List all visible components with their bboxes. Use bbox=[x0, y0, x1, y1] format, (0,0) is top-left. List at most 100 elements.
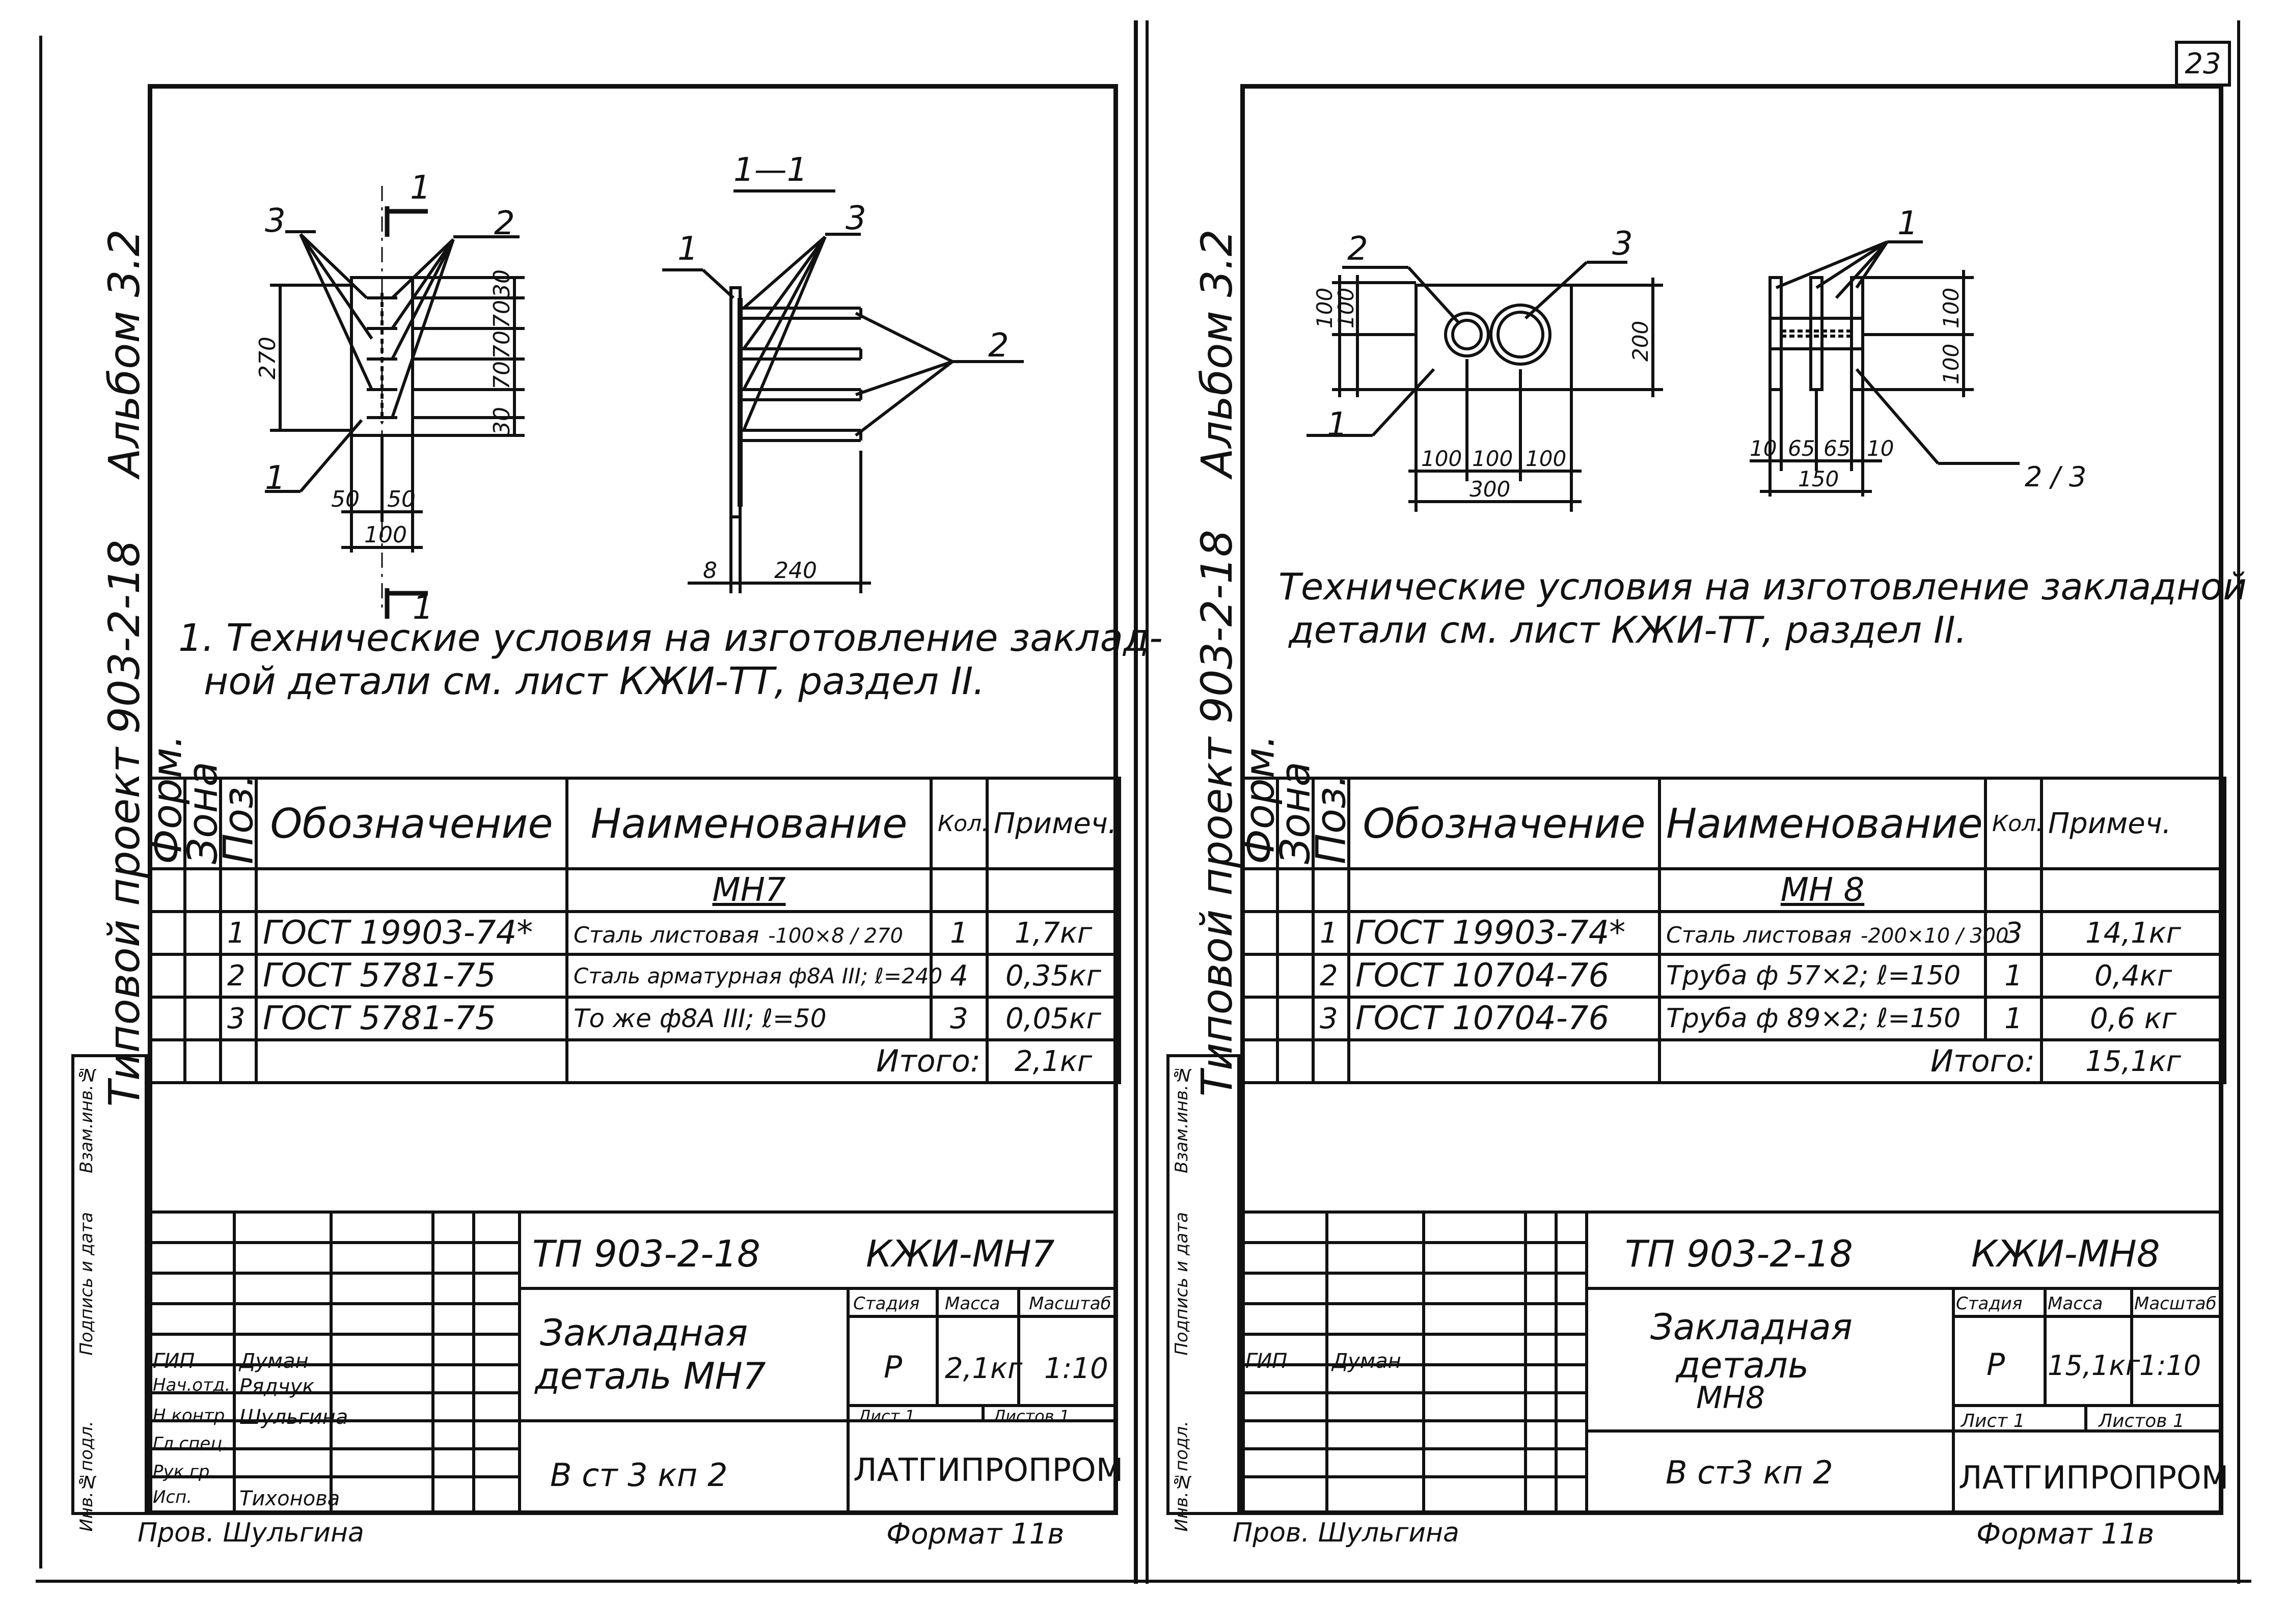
hdr-name: Наименование bbox=[1658, 777, 1987, 870]
right-sheet-label: Лист 1 bbox=[1961, 1411, 2025, 1432]
section-callout-2: 2 bbox=[988, 327, 1009, 365]
hdr-pos: Поз. bbox=[1308, 774, 1355, 869]
dim-50b: 50 bbox=[387, 486, 416, 512]
dim-100e: 100 bbox=[1526, 446, 1566, 471]
dim-70b: 70 bbox=[489, 331, 515, 359]
page-number-box: 23 bbox=[2175, 41, 2231, 87]
dim-100a: 100 bbox=[1312, 288, 1337, 328]
row-qty: 1 bbox=[1984, 953, 2043, 999]
right-stage: Р bbox=[1986, 1347, 2005, 1383]
row-pos: 2 bbox=[219, 953, 258, 999]
left-title-1: Закладная bbox=[540, 1311, 748, 1354]
callout-3: 3 bbox=[265, 202, 286, 240]
table-row: 2 ГОСТ 5781-75 Сталь арматурная ф8А III;… bbox=[148, 953, 1121, 999]
table-row: МН7 bbox=[148, 867, 1121, 913]
row-designation: ГОСТ 5781-75 bbox=[255, 953, 568, 999]
row-designation: ГОСТ 5781-75 bbox=[255, 996, 568, 1041]
row-name: Сталь арматурная ф8А III; ℓ=240 bbox=[565, 953, 942, 999]
row-qty: 1 bbox=[930, 910, 989, 956]
row-qty: 3 bbox=[930, 996, 989, 1041]
dim-70a: 70 bbox=[489, 300, 515, 328]
side-plate-1 bbox=[1768, 276, 1783, 391]
dim-100: 100 bbox=[364, 522, 407, 548]
right-checked-by: Пров. Шульгина bbox=[1233, 1518, 1459, 1548]
callout-2: 2 bbox=[494, 205, 515, 242]
right-org: ЛАТГИПРОПРОМ bbox=[1958, 1459, 2229, 1496]
right-strip-label-1: Инв.№подл. bbox=[1172, 1421, 1192, 1532]
dim-150: 150 bbox=[1798, 466, 1839, 491]
right-material: В ст3 кп 2 bbox=[1666, 1454, 1833, 1491]
right-format: Формат 11в bbox=[1976, 1518, 2155, 1551]
left-staff-role-5: Исп. bbox=[153, 1487, 193, 1507]
dim-100d: 100 bbox=[1472, 446, 1513, 471]
left-strip-label-1: Инв.№подл. bbox=[76, 1421, 97, 1532]
right-mass: 15,1кг bbox=[2048, 1350, 2140, 1382]
right-project-code: ТП 903-2-18 bbox=[1625, 1232, 1853, 1275]
dim-240: 240 bbox=[774, 558, 817, 584]
left-checked-by: Пров. Шульгина bbox=[138, 1518, 364, 1548]
callout-2: 2 bbox=[1347, 230, 1368, 268]
side-plate-2 bbox=[1809, 276, 1824, 391]
table-row: Итого: 2,1кг bbox=[148, 1038, 1121, 1084]
dim-70c: 70 bbox=[489, 361, 515, 390]
dim-10a: 10 bbox=[1750, 436, 1777, 461]
row-designation: ГОСТ 10704-76 bbox=[1347, 996, 1661, 1041]
table-row: 3 ГОСТ 5781-75 То же ф8А III; ℓ=50 3 0,0… bbox=[148, 996, 1121, 1041]
row-note: 1,7кг bbox=[986, 910, 1121, 956]
right-title-1: Закладная bbox=[1650, 1306, 1853, 1348]
plate-front-view bbox=[1414, 284, 1573, 391]
left-drawing: 3 2 1 1 1 1—1 1 3 2 270 30 70 70 70 30 5… bbox=[255, 151, 1024, 627]
total-label: Итого: bbox=[1658, 1038, 2043, 1084]
row-note: 14,1кг bbox=[2040, 910, 2226, 956]
hdr-designation: Обозначение bbox=[255, 777, 568, 870]
right-sheet-code: КЖИ-МН8 bbox=[1971, 1232, 2160, 1275]
row-pos: 1 bbox=[219, 910, 258, 956]
left-material: В ст 3 кп 2 bbox=[550, 1456, 728, 1494]
left-album-label: Альбом 3.2 bbox=[99, 229, 149, 478]
dim-100b: 100 bbox=[1334, 288, 1358, 328]
left-title-block-grid bbox=[148, 1210, 1118, 1515]
total-value: 2,1кг bbox=[986, 1038, 1121, 1084]
right-drawing: 2 3 1 1 2 / 3 100 100 200 100 100 100 30… bbox=[1307, 205, 2086, 512]
part-title: МН 8 bbox=[1658, 867, 1987, 913]
dim-300: 300 bbox=[1469, 477, 1510, 502]
table-row: 3 ГОСТ 10704-76 Труба ф 89×2; ℓ=150 1 0,… bbox=[1240, 996, 2226, 1041]
left-staff-name-2: Шульгина bbox=[239, 1406, 348, 1429]
left-staff-name-1: Рядчук bbox=[239, 1375, 315, 1398]
side-callout-2-3: 2 / 3 bbox=[2025, 461, 2086, 493]
hdr-qty: Кол. bbox=[1984, 777, 2043, 870]
left-staff-role-4: Рук.гр. bbox=[153, 1462, 215, 1482]
left-org: ЛАТГИПРОПРОМ bbox=[853, 1451, 1124, 1489]
dim-30b: 30 bbox=[489, 407, 515, 435]
left-staff-name-0: Думан bbox=[239, 1350, 309, 1373]
right-project-label: Типовой проект 903-2-18 bbox=[1192, 530, 1242, 1097]
left-staff-role-3: Гл.спец. bbox=[153, 1434, 228, 1454]
right-spec-table: Форм. Зона Поз. Обозначение Наименование… bbox=[1236, 735, 2226, 1084]
dim-50a: 50 bbox=[331, 486, 360, 512]
right-strip-label-2: Подпись и дата bbox=[1172, 1212, 1192, 1356]
row-pos: 3 bbox=[219, 996, 258, 1041]
row-name: Сталь листовая -100×8 / 270 bbox=[565, 910, 933, 956]
table-row: МН 8 bbox=[1240, 867, 2226, 913]
dim-8: 8 bbox=[703, 558, 717, 584]
row-qty: 4 bbox=[930, 953, 989, 999]
right-title-block-grid bbox=[1240, 1210, 2223, 1515]
left-sheets-label: Листов 1 bbox=[993, 1407, 1070, 1426]
left-note-line-1: 1. Технические условия на изготовление з… bbox=[178, 616, 1163, 660]
dim-65b: 65 bbox=[1824, 436, 1850, 461]
left-strip-label-2: Подпись и дата bbox=[76, 1212, 97, 1356]
side-callout-1: 1 bbox=[1897, 205, 1918, 242]
row-qty: 3 bbox=[1984, 910, 2043, 956]
row-note: 0,4кг bbox=[2040, 953, 2226, 999]
left-format: Формат 11в bbox=[886, 1518, 1065, 1551]
right-scale: 1:10 bbox=[2139, 1350, 2201, 1382]
left-staff-name-5: Тихонова bbox=[239, 1487, 340, 1510]
row-name: Труба ф 89×2; ℓ=150 bbox=[1658, 996, 1987, 1041]
left-project-code: ТП 903-2-18 bbox=[532, 1232, 760, 1275]
hdr-note: Примеч. bbox=[986, 777, 1121, 870]
left-note-line-2: ной детали см. лист КЖИ-ТТ, раздел II. bbox=[204, 659, 985, 703]
hdr-name: Наименование bbox=[565, 777, 933, 870]
table-row: 1 ГОСТ 19903-74* Сталь листовая -100×8 /… bbox=[148, 910, 1121, 956]
left-mass-label: Масса bbox=[945, 1293, 1000, 1314]
